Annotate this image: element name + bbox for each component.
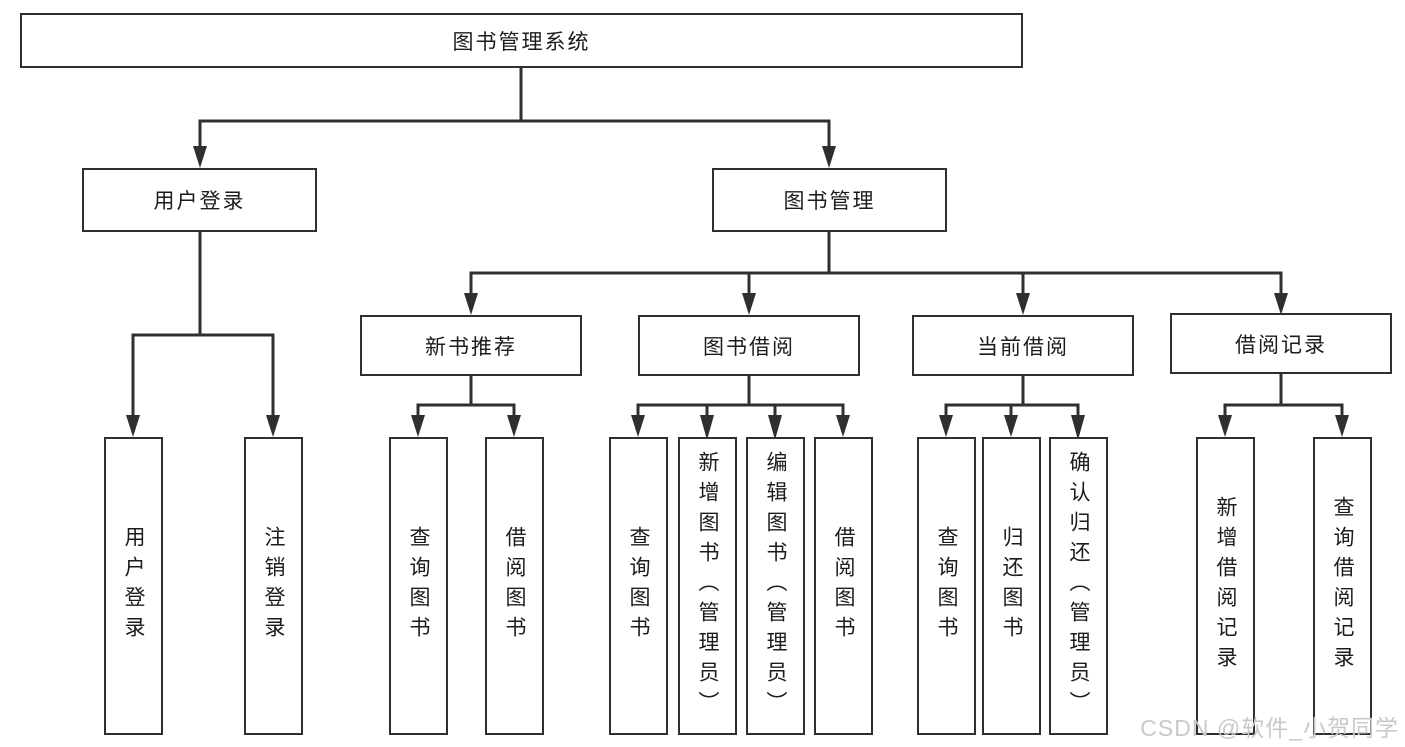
node-current-borrowing-label: 当前借阅 xyxy=(977,335,1069,359)
leaf-logout: 注销登录 xyxy=(244,437,303,735)
connector-root-to-level2 xyxy=(193,66,836,168)
arrowhead-icon xyxy=(1274,293,1288,315)
leaf-borrowing-borrow-books: 借阅图书 xyxy=(814,437,873,735)
node-new-book-recommend: 新书推荐 xyxy=(360,315,582,376)
connector-new-book-to-leaves xyxy=(411,375,521,437)
leaf-borrowing-edit-books-admin: 编辑图书（管理员） xyxy=(746,437,805,735)
arrowhead-icon xyxy=(1071,415,1085,440)
leaf-borrowing-query-books: 查询图书 xyxy=(609,437,668,735)
arrowhead-icon xyxy=(700,415,714,440)
arrowhead-icon xyxy=(939,415,953,437)
connector-current-borrowing-to-leaves xyxy=(939,375,1085,440)
leaf-current-query-books: 查询图书 xyxy=(917,437,976,735)
node-borrowing-records: 借阅记录 xyxy=(1170,313,1392,374)
arrowhead-icon xyxy=(464,293,478,315)
node-library-system-label: 图书管理系统 xyxy=(452,30,591,54)
leaf-current-query-books-label: 查询图书 xyxy=(935,526,958,646)
arrowhead-icon xyxy=(631,415,645,437)
arrowhead-icon xyxy=(266,415,280,437)
leaf-records-query-record: 查询借阅记录 xyxy=(1313,437,1372,735)
leaf-newbook-borrow-books: 借阅图书 xyxy=(485,437,544,735)
leaf-current-confirm-return-admin-label: 确认归还（管理员） xyxy=(1067,451,1090,721)
arrowhead-icon xyxy=(1335,415,1349,437)
arrowhead-icon xyxy=(507,415,521,437)
leaf-logout-label: 注销登录 xyxy=(262,526,285,646)
arrowhead-icon xyxy=(836,415,850,437)
arrowhead-icon xyxy=(126,415,140,437)
node-book-borrowing: 图书借阅 xyxy=(638,315,860,376)
leaf-borrowing-add-books-admin-label: 新增图书（管理员） xyxy=(696,451,719,721)
arrowhead-icon xyxy=(1218,415,1232,437)
leaf-current-confirm-return-admin: 确认归还（管理员） xyxy=(1049,437,1108,735)
arrowhead-icon xyxy=(193,146,207,168)
leaf-borrowing-borrow-books-label: 借阅图书 xyxy=(832,526,855,646)
leaf-borrowing-query-books-label: 查询图书 xyxy=(627,526,650,646)
node-user-login: 用户登录 xyxy=(82,168,317,232)
node-book-borrowing-label: 图书借阅 xyxy=(703,335,795,359)
connector-book-borrowing-to-leaves xyxy=(631,375,850,440)
leaf-records-query-record-label: 查询借阅记录 xyxy=(1331,496,1354,676)
leaf-records-add-record: 新增借阅记录 xyxy=(1196,437,1255,735)
leaf-newbook-borrow-books-label: 借阅图书 xyxy=(503,526,526,646)
arrowhead-icon xyxy=(768,415,782,440)
node-borrowing-records-label: 借阅记录 xyxy=(1235,333,1327,357)
connector-borrowing-records-to-leaves xyxy=(1218,373,1349,437)
node-book-management-label: 图书管理 xyxy=(783,190,876,213)
watermark: CSDN @软件_小贺同学 xyxy=(1140,715,1399,741)
leaf-user-login-label: 用户登录 xyxy=(122,526,145,646)
arrowhead-icon xyxy=(742,293,756,315)
node-user-login-label: 用户登录 xyxy=(153,190,246,213)
leaf-user-login: 用户登录 xyxy=(104,437,163,735)
leaf-current-return-books-label: 归还图书 xyxy=(1000,526,1023,646)
leaf-borrowing-add-books-admin: 新增图书（管理员） xyxy=(678,437,737,735)
leaf-newbook-query-books-label: 查询图书 xyxy=(407,526,430,646)
leaf-records-add-record-label: 新增借阅记录 xyxy=(1214,496,1237,676)
leaf-borrowing-edit-books-admin-label: 编辑图书（管理员） xyxy=(764,451,787,721)
connector-book-management-to-level3 xyxy=(464,231,1288,315)
node-book-management: 图书管理 xyxy=(712,168,947,232)
node-current-borrowing: 当前借阅 xyxy=(912,315,1134,376)
arrowhead-icon xyxy=(1004,415,1018,437)
node-library-system: 图书管理系统 xyxy=(20,13,1023,68)
arrowhead-icon xyxy=(1016,293,1030,315)
arrowhead-icon xyxy=(822,146,836,168)
connector-user-login-to-leaves xyxy=(126,231,280,437)
arrowhead-icon xyxy=(411,415,425,437)
leaf-newbook-query-books: 查询图书 xyxy=(389,437,448,735)
node-new-book-recommend-label: 新书推荐 xyxy=(425,335,517,359)
leaf-current-return-books: 归还图书 xyxy=(982,437,1041,735)
